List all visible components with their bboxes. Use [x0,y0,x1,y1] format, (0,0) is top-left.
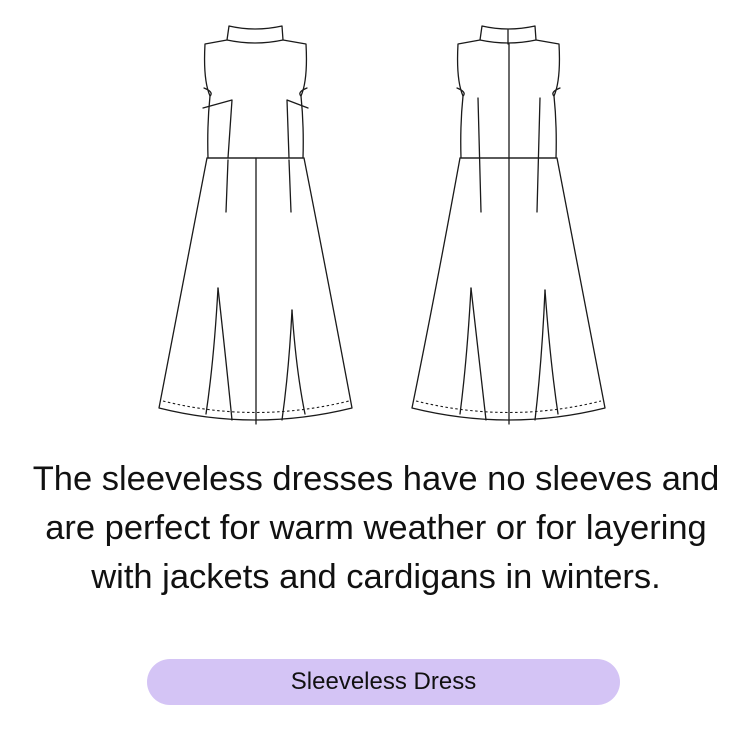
dress-illustrations [158,25,606,425]
dress-type-label: Sleeveless Dress [147,659,620,705]
dress-front-view [158,25,353,425]
description-text: The sleeveless dresses have no sleeves a… [32,460,720,596]
dress-back-view [411,25,606,425]
